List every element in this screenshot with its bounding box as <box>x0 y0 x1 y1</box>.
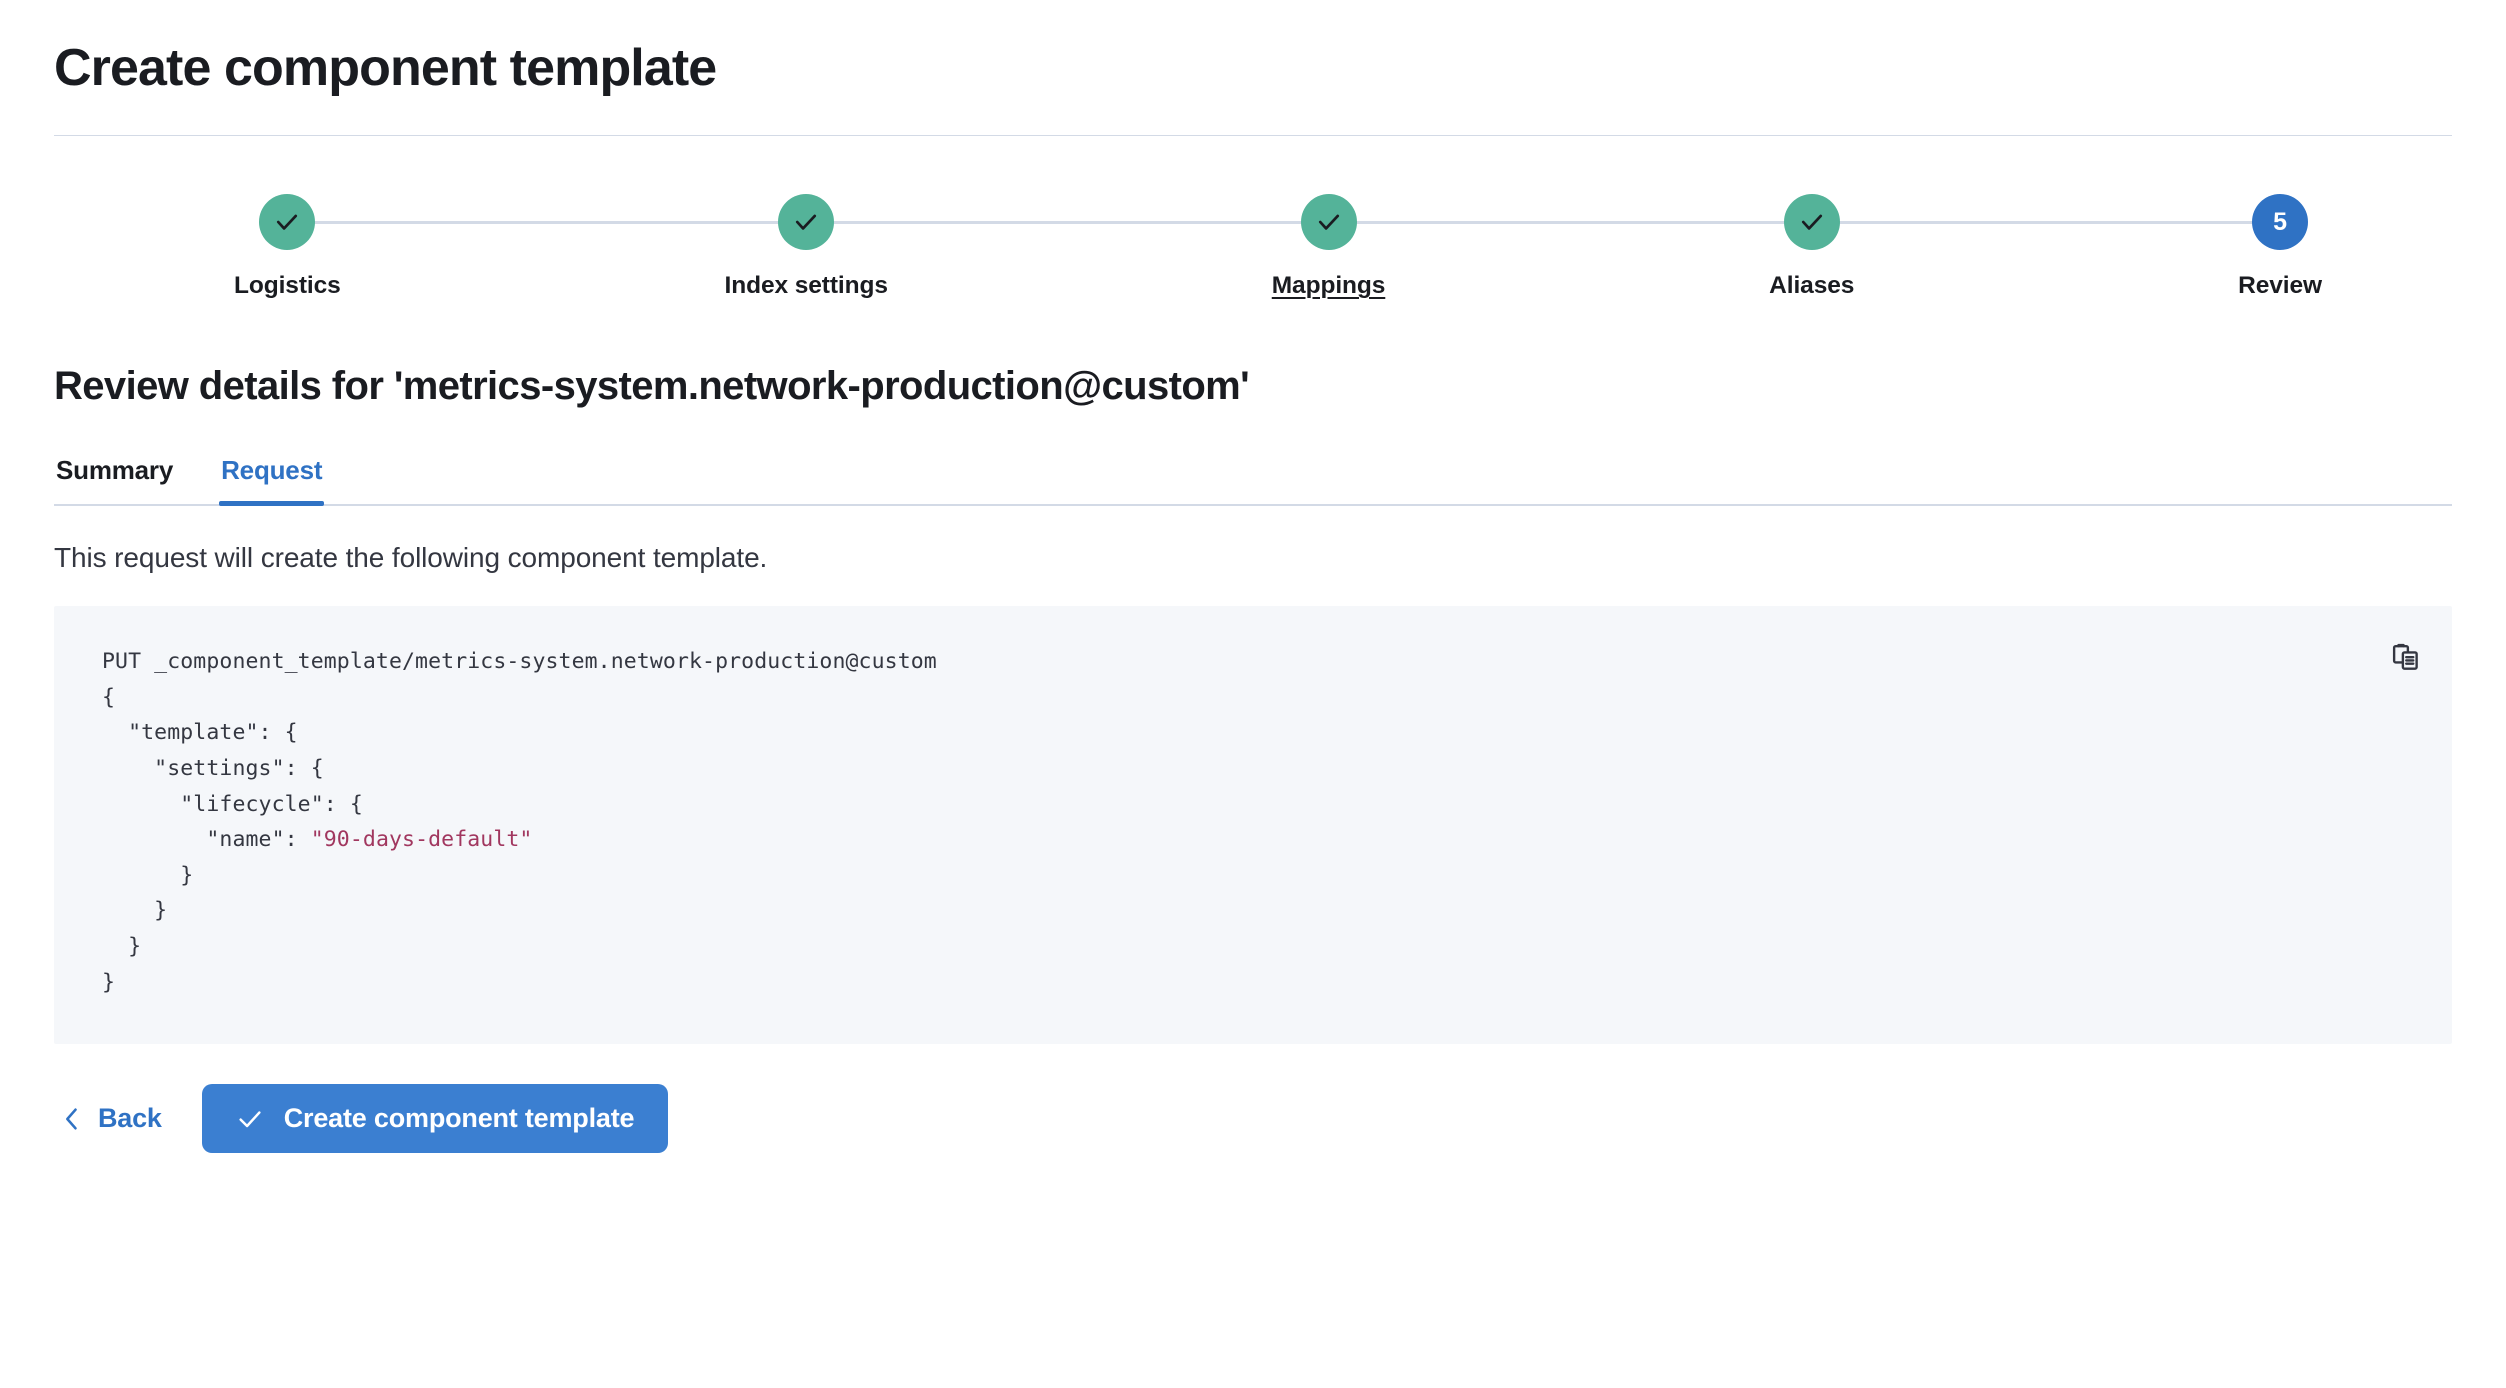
tab-summary[interactable]: Summary <box>54 455 175 504</box>
stepper-step-index-settings[interactable]: Index settings <box>725 194 888 300</box>
stepper-step-mappings[interactable]: Mappings <box>1271 194 1386 300</box>
check-icon <box>273 208 301 236</box>
header-divider <box>54 135 2452 137</box>
stepper-step-label: Logistics <box>234 272 341 300</box>
request-code-text: PUT _component_template/metrics-system.n… <box>102 649 937 995</box>
stepper-step-logistics[interactable]: Logistics <box>234 194 341 300</box>
stepper-step-label: Index settings <box>724 272 888 300</box>
back-button-label: Back <box>98 1103 162 1134</box>
stepper-step-label: Mappings <box>1271 272 1386 300</box>
request-description: This request will create the following c… <box>54 542 768 574</box>
tab-request[interactable]: Request <box>219 455 325 507</box>
stepper-step-number: 5 <box>2273 207 2288 236</box>
check-icon <box>792 208 820 236</box>
stepper-step-circle: 5 <box>2252 194 2309 251</box>
stepper-step-circle <box>1783 194 1840 251</box>
review-section-title: Review details for 'metrics-system.netwo… <box>54 364 1250 409</box>
wizard-actions: Back Create component template <box>54 1084 2452 1154</box>
stepper-step-label: Review <box>2238 272 2322 300</box>
chevron-left-icon <box>62 1105 82 1133</box>
check-icon <box>1798 208 1826 236</box>
page-title: Create component template <box>54 39 717 97</box>
stepper-step-circle <box>259 194 316 251</box>
review-tabs: Summary Request <box>54 455 2452 507</box>
copy-clipboard-icon[interactable] <box>2384 636 2428 680</box>
check-icon <box>236 1105 264 1133</box>
check-icon <box>1315 208 1343 236</box>
stepper-step-aliases[interactable]: Aliases <box>1769 194 1854 300</box>
request-code-block: PUT _component_template/metrics-system.n… <box>54 606 2452 1045</box>
create-component-template-button[interactable]: Create component template <box>201 1084 669 1154</box>
stepper-step-label: Aliases <box>1769 272 1855 300</box>
stepper-step-circle <box>1300 194 1357 251</box>
stepper-connector-line <box>287 221 2281 225</box>
stepper-step-circle <box>778 194 835 251</box>
copy-clipboard-icon-glyph <box>2392 644 2418 670</box>
back-button[interactable]: Back <box>54 1093 170 1144</box>
create-component-template-button-label: Create component template <box>283 1103 635 1134</box>
